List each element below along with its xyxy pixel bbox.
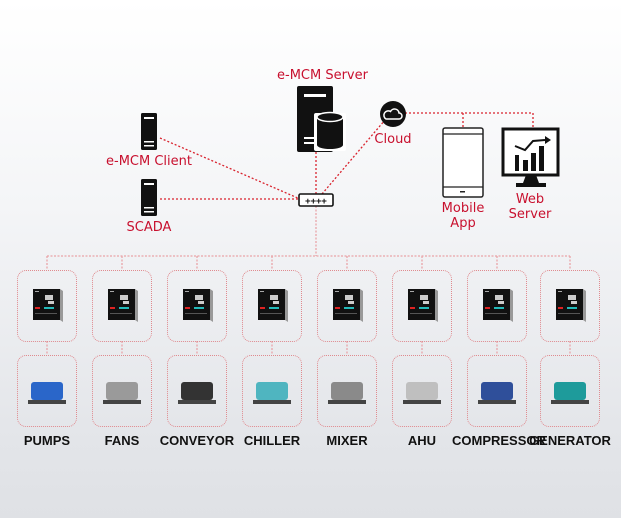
equipment-label: COMPRESSOR — [452, 433, 546, 448]
equipment-box-fan[interactable] — [92, 355, 152, 427]
power-meter-icon — [108, 289, 138, 322]
server-tower-icon[interactable] — [141, 113, 157, 150]
client-label: e-MCM Client — [106, 154, 192, 169]
mobile-phone-icon[interactable] — [442, 127, 484, 198]
web-label: Web Server — [508, 192, 552, 222]
meter-box[interactable] — [167, 270, 227, 342]
equipment-box-mixer[interactable] — [317, 355, 377, 427]
power-meter-icon — [333, 289, 363, 322]
cloud-label: Cloud — [374, 132, 412, 147]
meter-box[interactable] — [242, 270, 302, 342]
compressor-icon — [478, 382, 516, 404]
network-switch-icon[interactable]: ++++ — [298, 193, 334, 207]
cloud-icon[interactable] — [380, 101, 406, 127]
equipment-label: CONVEYOR — [159, 433, 235, 448]
conveyor-icon — [178, 382, 216, 404]
equipment-label: AHU — [407, 433, 437, 448]
meter-box[interactable] — [540, 270, 600, 342]
link-client-switch — [159, 137, 301, 200]
equipment-label: GENERATOR — [529, 433, 611, 448]
equipment-box-pump[interactable] — [17, 355, 77, 427]
generator-icon — [551, 382, 589, 404]
server-database-icon[interactable] — [297, 86, 346, 152]
equipment-box-ahu[interactable] — [392, 355, 452, 427]
ahu-icon — [403, 382, 441, 404]
equipment-box-generator[interactable] — [540, 355, 600, 427]
equipment-label: PUMPS — [23, 433, 71, 448]
server-tower-icon[interactable] — [141, 179, 157, 216]
equipment-label: CHILLER — [243, 433, 301, 448]
meter-box[interactable] — [317, 270, 377, 342]
server-label: e-MCM Server — [277, 68, 368, 83]
power-meter-icon — [258, 289, 288, 322]
equipment-box-compressor[interactable] — [467, 355, 527, 427]
mobile-label: Mobile App — [441, 201, 485, 231]
power-meter-icon — [556, 289, 586, 322]
chiller-icon — [253, 382, 291, 404]
meter-box[interactable] — [92, 270, 152, 342]
mixer-icon — [328, 382, 366, 404]
power-meter-icon — [183, 289, 213, 322]
svg-text:++++: ++++ — [305, 197, 327, 207]
pump-icon — [28, 382, 66, 404]
meter-box[interactable] — [392, 270, 452, 342]
equipment-box-conveyor[interactable] — [167, 355, 227, 427]
power-meter-icon — [33, 289, 63, 322]
power-meter-icon — [483, 289, 513, 322]
equipment-box-chiller[interactable] — [242, 355, 302, 427]
fan-icon — [103, 382, 141, 404]
power-meter-icon — [408, 289, 438, 322]
equipment-label: FANS — [104, 433, 140, 448]
monitor-chart-icon[interactable] — [501, 127, 560, 187]
link-switch-cloud — [321, 119, 386, 195]
meter-box[interactable] — [17, 270, 77, 342]
scada-label: SCADA — [126, 220, 172, 235]
equipment-label: MIXER — [326, 433, 368, 448]
meter-box[interactable] — [467, 270, 527, 342]
